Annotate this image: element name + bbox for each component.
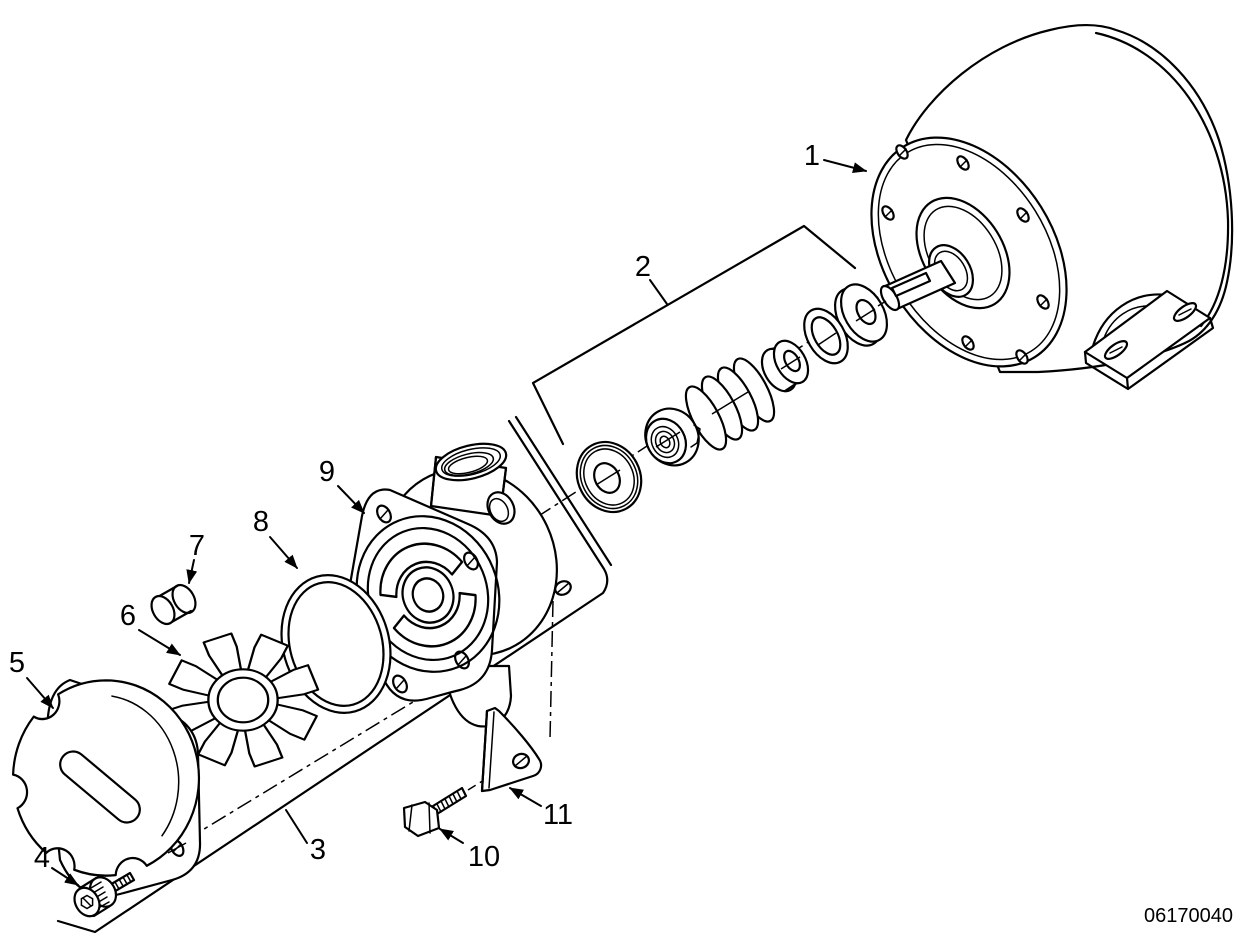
part-cover-screw xyxy=(73,871,136,918)
callout-6-label: 6 xyxy=(120,600,136,632)
callout-1-leader xyxy=(823,159,867,174)
callout-8-leader xyxy=(269,536,298,569)
callout-3-leader xyxy=(285,809,308,844)
callout-5-leader xyxy=(26,677,54,709)
callout-10-label: 10 xyxy=(468,841,500,873)
bolt-threads xyxy=(436,790,462,813)
part-bracket-bolt xyxy=(402,786,468,838)
callout-7-leader xyxy=(186,559,198,584)
seal-kit-bracket xyxy=(531,224,857,446)
part-seal-kit xyxy=(575,283,889,514)
callout-9-label: 9 xyxy=(319,456,335,488)
callout-11-label: 11 xyxy=(543,799,573,831)
part-mounting-plate xyxy=(56,415,613,934)
drawing-number: 06170040 xyxy=(1144,905,1233,927)
callout-3-label: 3 xyxy=(310,834,326,866)
motor-foot xyxy=(1083,289,1215,391)
callout-leaders xyxy=(26,159,867,886)
callout-4-leader xyxy=(51,867,79,886)
callout-6-leader xyxy=(138,629,181,656)
centerline-bracket-axis xyxy=(467,600,554,791)
motor-flange-holes xyxy=(881,144,1050,365)
callout-labels: 1 2 3 4 5 6 7 8 9 10 11 xyxy=(9,140,820,874)
callout-2-label: 2 xyxy=(635,251,651,283)
callout-7-label: 7 xyxy=(189,530,205,562)
impeller-bore xyxy=(216,676,270,724)
part-end-cover xyxy=(11,678,202,897)
cover-grip-slot xyxy=(59,750,141,824)
part-motor xyxy=(870,24,1234,391)
pump-side-boss xyxy=(486,491,516,525)
callout-9-leader xyxy=(337,485,365,514)
callout-1-label: 1 xyxy=(804,140,820,172)
callout-4-label: 4 xyxy=(34,842,50,874)
part-plug xyxy=(150,583,197,626)
seal-spring xyxy=(684,357,776,451)
callout-11-leader xyxy=(509,787,542,807)
callout-2-leader xyxy=(649,279,668,305)
motor-shaft xyxy=(879,259,957,312)
callout-10-leader xyxy=(439,828,464,844)
pump-cam-chamber xyxy=(379,542,477,648)
callout-5-label: 5 xyxy=(9,647,25,679)
shaft-key-flat xyxy=(890,271,932,298)
part-mounting-bracket xyxy=(480,706,543,793)
callout-8-label: 8 xyxy=(253,506,269,538)
motor-endcap-seam xyxy=(1094,31,1230,328)
part-impeller xyxy=(166,632,320,768)
seal-kit-center-ticks xyxy=(595,300,887,486)
screw-hex-socket xyxy=(80,894,94,910)
